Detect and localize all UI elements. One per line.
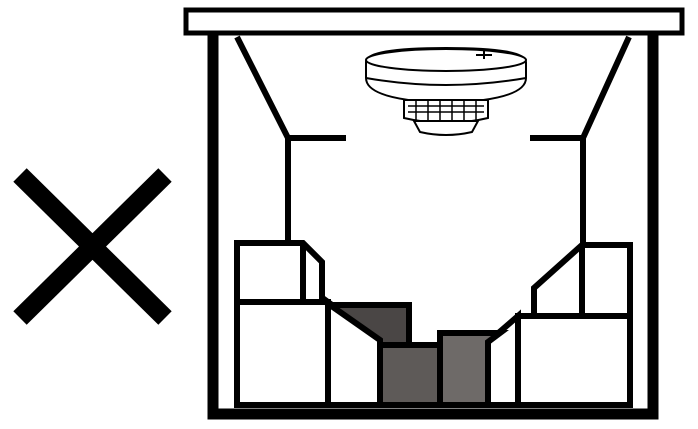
- center-storage-boxes: [320, 302, 509, 408]
- left-box-lower: [234, 299, 331, 408]
- left-box-upper: [234, 240, 325, 305]
- smoke-detector-icon: [365, 46, 527, 136]
- room-frame: [207, 35, 659, 420]
- cross-stroke-2: [13, 168, 172, 325]
- detector-sensor-cap: [412, 120, 480, 136]
- right-box-lower: [515, 313, 633, 408]
- right-storage-boxes: [485, 242, 633, 408]
- detector-sensor-grille: [408, 100, 484, 124]
- detector-band: [365, 77, 527, 86]
- center-box-left: [377, 342, 443, 408]
- left-partition: [234, 35, 346, 243]
- cross-mark-icon: [13, 168, 172, 325]
- right-box-side: [485, 309, 521, 408]
- center-box-right: [437, 330, 509, 408]
- right-partition: [530, 35, 632, 243]
- detector-mark: [476, 51, 492, 59]
- ceiling-slab: [183, 7, 685, 36]
- detector-top-rim: [365, 48, 527, 72]
